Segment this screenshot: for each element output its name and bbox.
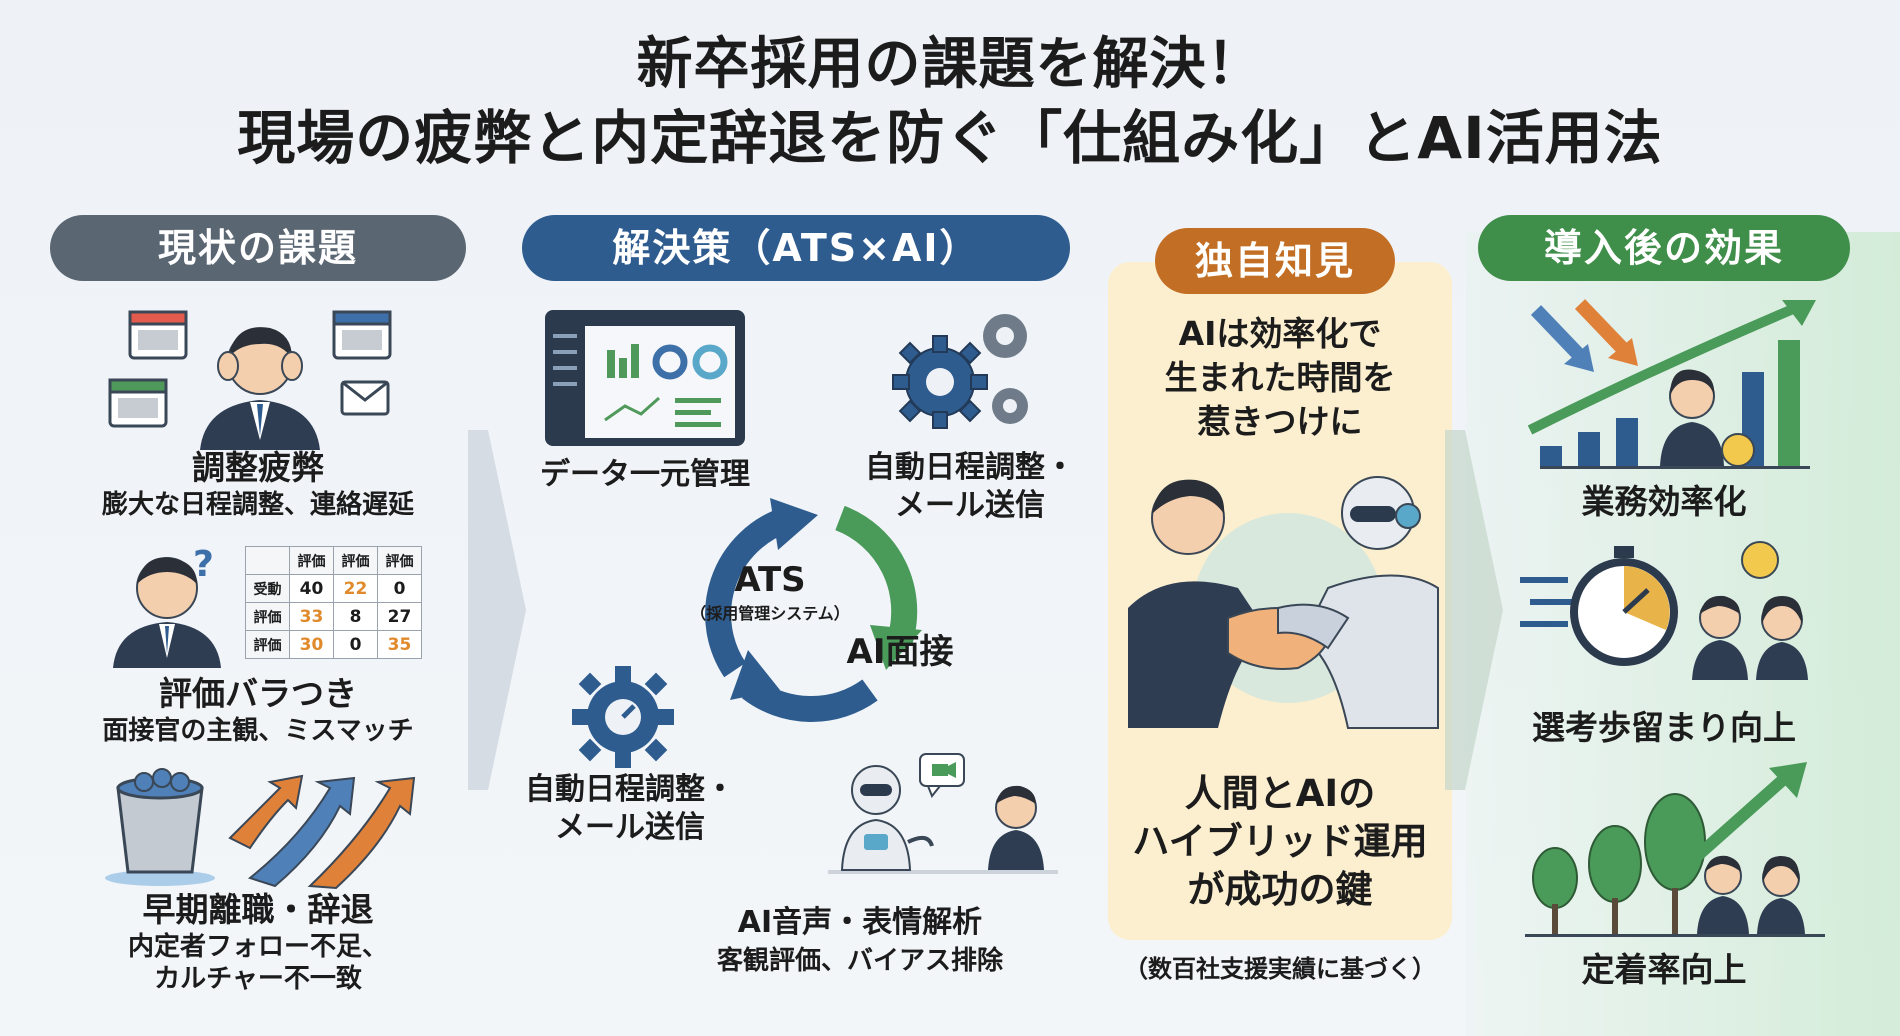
dashboard-icon — [545, 310, 745, 446]
table-row: 評価 33 8 27 — [245, 602, 422, 631]
title-line-2: 現場の疲弊と内定辞退を防ぐ「仕組み化」とAI活用法 — [237, 104, 1663, 172]
table-row: 受動 40 22 0 — [245, 574, 422, 603]
insight-top-3: 惹きつけに — [1197, 402, 1363, 441]
effect-2-title: 選考歩留まり向上 — [1532, 708, 1796, 747]
flow-arrow-1 — [468, 430, 526, 790]
table-header: 評価 — [333, 546, 378, 575]
growth-chart-icon — [1527, 299, 1816, 469]
confused-person-icon: ? — [113, 544, 221, 668]
solution-item-1-title: データ一元管理 — [540, 457, 750, 492]
challenges-header: 現状の課題 — [50, 215, 466, 281]
challenge-1-desc: 膨大な日程調整、連絡遅延 — [101, 490, 414, 520]
effects-background — [1466, 232, 1900, 1036]
solution-item-2-title-2: メール送信 — [895, 488, 1045, 523]
challenge-2-desc: 面接官の主観、ミスマッチ — [102, 716, 414, 746]
challenge-3-desc-2: カルチャー不一致 — [154, 964, 362, 994]
insight-header: 独自知見 — [1155, 228, 1395, 294]
human-robot-handshake-icon — [1128, 476, 1439, 729]
stopwatch-icon — [1520, 541, 1808, 680]
robot-interview-icon — [828, 753, 1058, 874]
effect-3-title: 定着率向上 — [1581, 950, 1747, 989]
flow-arrow-2 — [1445, 430, 1503, 790]
effect-1-title: 業務効率化 — [1581, 482, 1747, 521]
effects-header: 導入後の効果 — [1478, 215, 1850, 281]
challenge-1-title: 調整疲弊 — [192, 448, 324, 487]
insight-bottom-2: ハイブリッド運用 — [1132, 820, 1428, 863]
table-header: 評価 — [377, 546, 422, 575]
insight-top-2: 生まれた時間を — [1164, 358, 1396, 397]
insight-bottom-1: 人間とAIの — [1184, 772, 1376, 815]
leaking-bucket-icon — [105, 768, 416, 890]
ats-cycle-diagram — [705, 498, 922, 722]
challenge-3-title: 早期離職・辞退 — [142, 890, 374, 929]
solution-item-3-title-1: 自動日程調整・ — [525, 772, 735, 807]
insight-bottom-3: が成功の鍵 — [1187, 868, 1373, 911]
solution-item-2-title-1: 自動日程調整・ — [865, 450, 1075, 485]
solution-item-4-title: AI音声・表情解析 — [737, 905, 983, 940]
table-row: 評価 30 0 35 — [245, 630, 422, 659]
cycle-center-label: ATS — [734, 560, 806, 600]
solution-header: 解決策（ATS×AI） — [522, 215, 1070, 281]
svg-text:?: ? — [193, 544, 214, 585]
trees-growth-icon — [1525, 762, 1825, 937]
solution-item-3-title-2: メール送信 — [555, 810, 705, 845]
insight-note: （数百社支援実績に基づく） — [1124, 955, 1436, 983]
title-line-1: 新卒採用の課題を解決！ — [636, 32, 1264, 97]
cycle-right-label: AI面接 — [846, 632, 954, 672]
challenge-3-desc-1: 内定者フォロー不足、 — [127, 932, 388, 962]
challenge-2-title: 評価バラつき — [159, 674, 357, 713]
insight-top-1: AIは効率化で — [1178, 314, 1382, 353]
gears-icon — [892, 314, 1028, 429]
page-title: 新卒採用の課題を解決！ 現場の疲弊と内定辞退を防ぐ「仕組み化」とAI活用法 — [0, 30, 1900, 176]
gear-icon — [572, 666, 674, 768]
table-header: 評価 — [289, 546, 334, 575]
evaluation-table: 評価 評価 評価 受動 40 22 0 評価 33 8 27 評価 30 0 3… — [245, 546, 422, 659]
cycle-center-sublabel: （採用管理システム） — [690, 604, 850, 623]
solution-item-4-sub: 客観評価、バイアス排除 — [716, 946, 1003, 976]
stressed-person-calendar-icon — [108, 310, 392, 450]
